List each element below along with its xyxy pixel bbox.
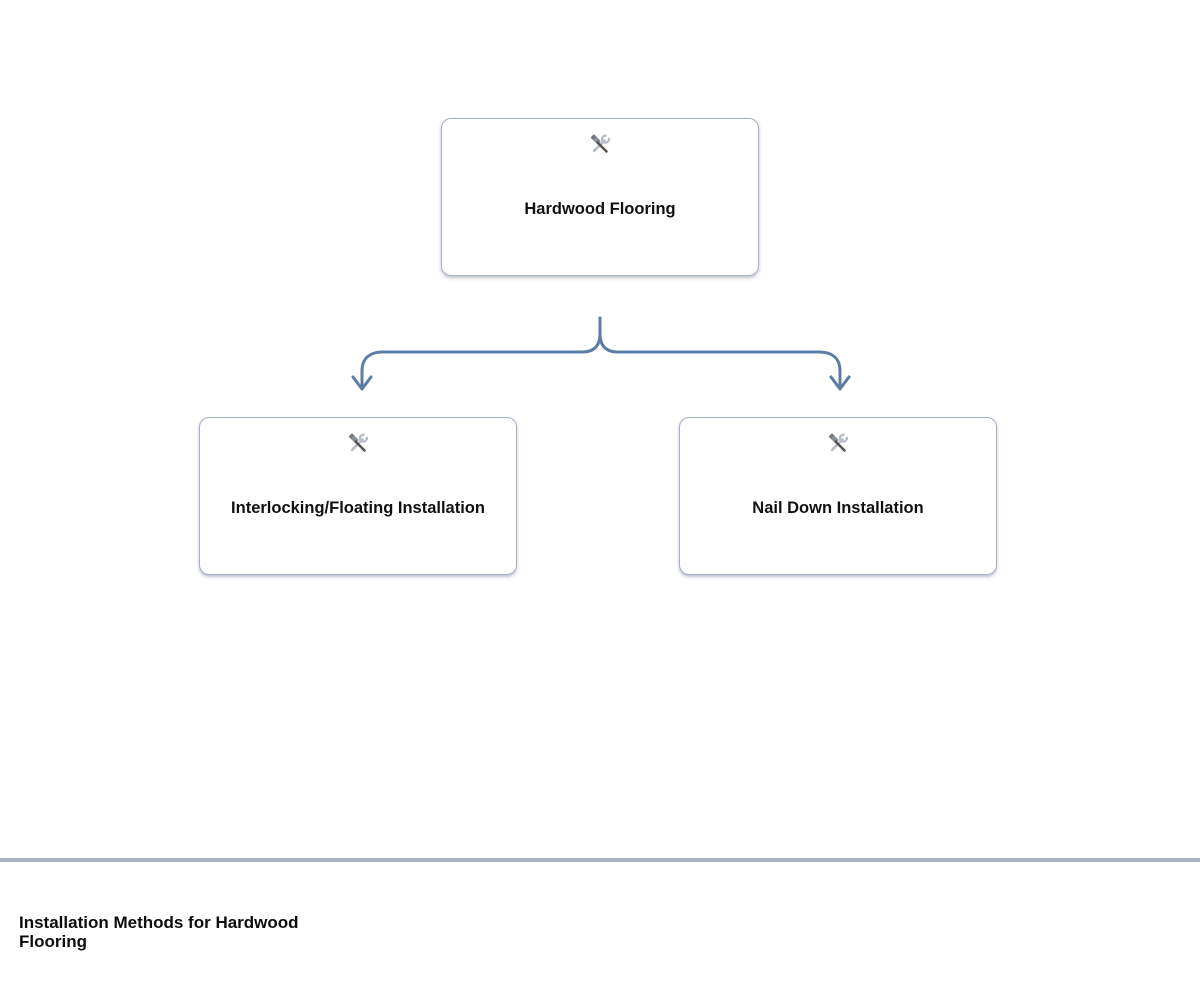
hammer-wrench-icon bbox=[827, 433, 849, 455]
arrowhead-left-icon bbox=[351, 375, 373, 391]
node-hardwood-flooring[interactable]: Hardwood Flooring bbox=[441, 118, 759, 276]
diagram-caption: Installation Methods for Hardwood Floori… bbox=[19, 913, 299, 951]
hammer-wrench-icon bbox=[347, 433, 369, 455]
node-label: Nail Down Installation bbox=[752, 499, 924, 517]
edge-root-to-left bbox=[360, 316, 602, 387]
node-label: Interlocking/Floating Installation bbox=[231, 499, 485, 517]
hammer-wrench-icon bbox=[589, 134, 611, 156]
node-nail-down-installation[interactable]: Nail Down Installation bbox=[679, 417, 997, 575]
arrowhead-right-icon bbox=[829, 375, 851, 391]
edge-root-to-right bbox=[598, 316, 842, 387]
node-label: Hardwood Flooring bbox=[524, 200, 676, 218]
footer-divider bbox=[0, 858, 1200, 862]
node-interlocking-floating-installation[interactable]: Interlocking/Floating Installation bbox=[199, 417, 517, 575]
